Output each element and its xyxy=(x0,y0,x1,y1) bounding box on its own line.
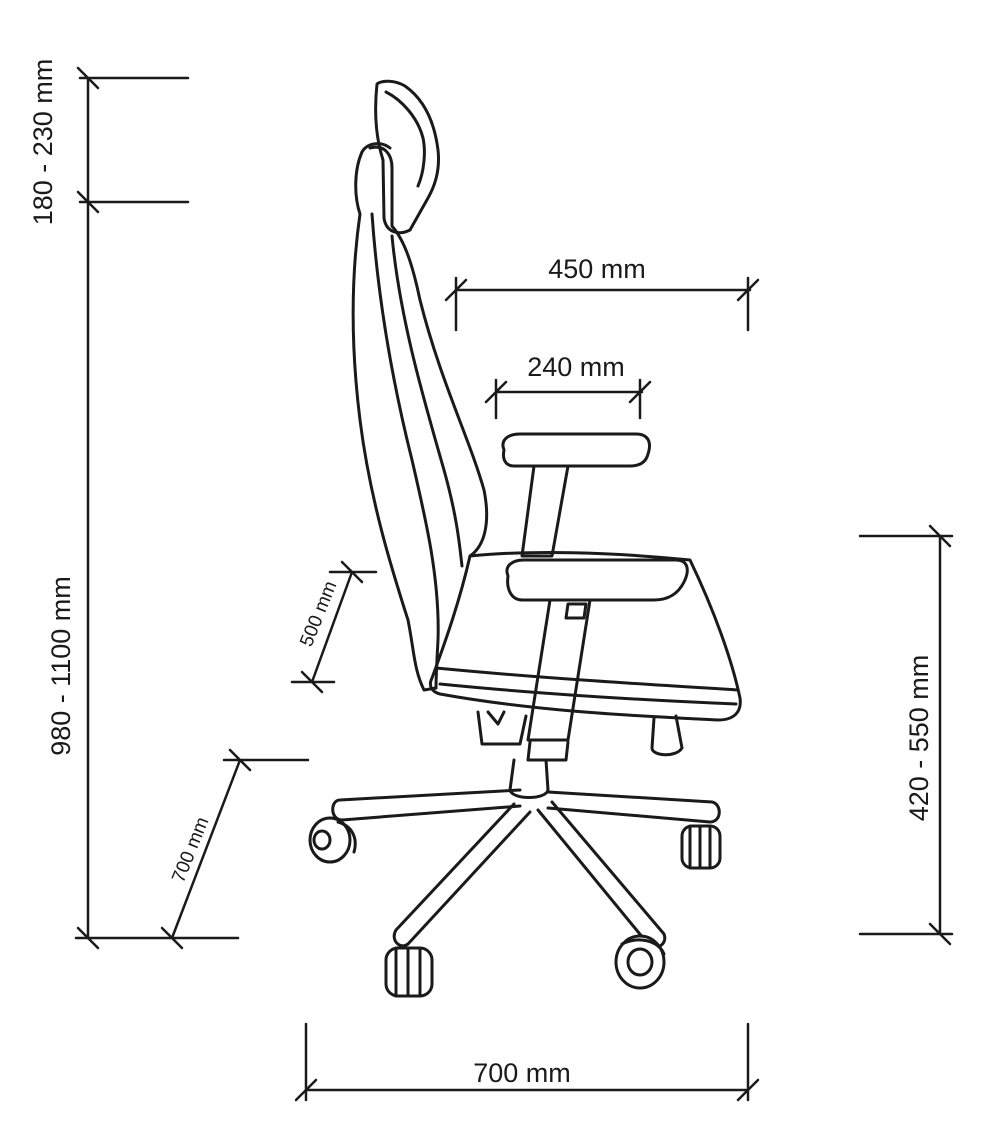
base-depth-dimension xyxy=(160,748,310,950)
seat xyxy=(428,551,742,722)
chair-illustration xyxy=(308,79,742,998)
caster-back-right xyxy=(614,934,666,990)
caster-front-right xyxy=(680,824,722,870)
base-width-dimension xyxy=(294,1022,760,1102)
backrest-height-dimension xyxy=(290,560,378,694)
total-height-label: 980 - 1100 mm xyxy=(46,576,76,756)
headrest-adjust-label: 180 - 230 mm xyxy=(28,59,58,226)
armrest-depth-label: 240 mm xyxy=(527,352,625,382)
total-height-dimension xyxy=(74,66,240,950)
backrest-height-label: 500 mm xyxy=(296,578,341,650)
star-base xyxy=(331,788,721,949)
headrest xyxy=(374,79,440,235)
gas-lift xyxy=(476,710,684,799)
backrest xyxy=(351,142,489,692)
armrest xyxy=(501,432,689,742)
armrest-depth-dimension xyxy=(484,378,652,420)
dimension-labels: 180 - 230 mm 980 - 1100 mm 420 - 550 mm … xyxy=(28,59,934,1088)
seat-depth-label: 450 mm xyxy=(548,254,646,284)
seat-height-label: 420 - 550 mm xyxy=(904,655,934,822)
base-width-label: 700 mm xyxy=(473,1058,571,1088)
caster-back-left xyxy=(384,946,434,998)
caster-front-left xyxy=(308,816,357,864)
seat-height-dimension xyxy=(858,524,954,946)
seat-depth-dimension xyxy=(444,276,760,332)
dimension-lines xyxy=(74,66,954,1102)
